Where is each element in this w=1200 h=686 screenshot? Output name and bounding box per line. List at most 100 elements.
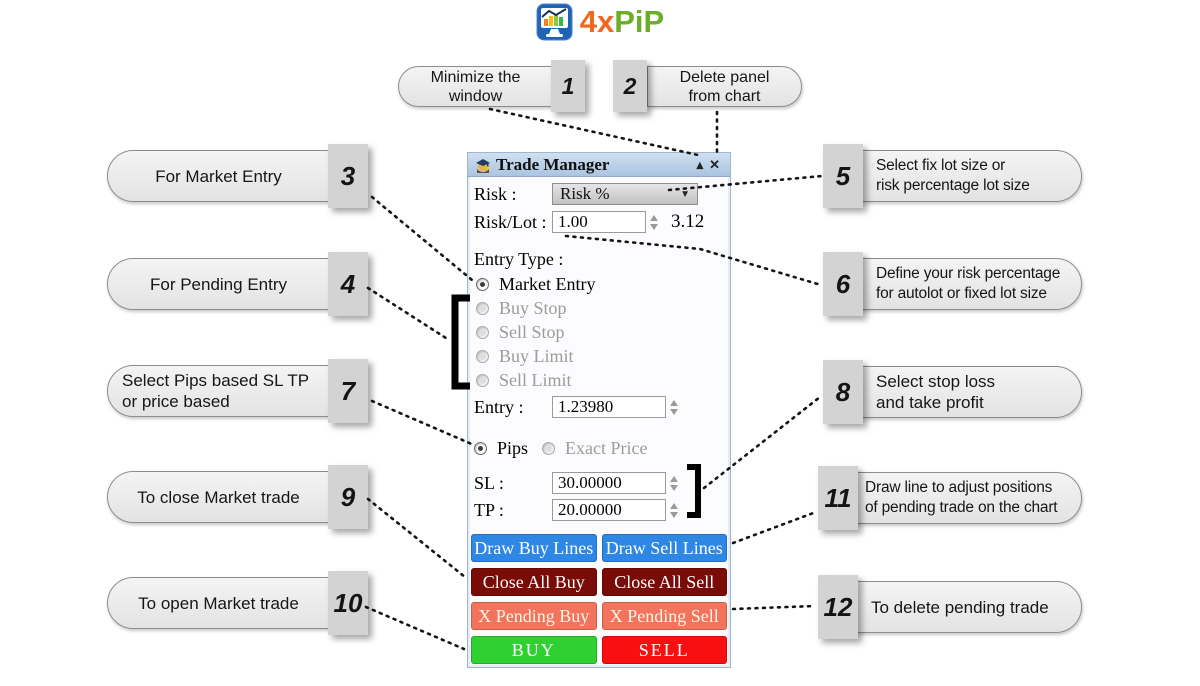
callout-number-2: 2 bbox=[613, 60, 647, 112]
radio-selected-icon bbox=[474, 441, 487, 455]
radio-label: Sell Limit bbox=[499, 369, 572, 390]
connector-line-11 bbox=[731, 510, 818, 545]
lot-result-value: 3.12 bbox=[671, 211, 705, 232]
radio-disabled-icon bbox=[476, 373, 489, 387]
radio-exact-price: Exact Price bbox=[542, 436, 648, 460]
risk-lot-label: Risk/Lot : bbox=[474, 211, 547, 232]
risk-label: Risk : bbox=[474, 183, 517, 204]
radio-label: Exact Price bbox=[565, 437, 648, 458]
callout-delete-pending: To delete pending trade bbox=[856, 581, 1082, 633]
callout-pips-mode: Select Pips based SL TP or price based bbox=[107, 365, 330, 417]
callout-text: To delete pending trade bbox=[871, 597, 1049, 617]
radio-label: Buy Stop bbox=[499, 297, 567, 318]
logo-pip: PiP bbox=[614, 4, 665, 39]
x-pending-sell-button[interactable]: X Pending Sell bbox=[601, 602, 727, 630]
callout-text: or price based bbox=[122, 392, 230, 411]
radio-sell-limit: Sell Limit bbox=[476, 368, 725, 392]
minimize-icon[interactable]: ▴ bbox=[696, 157, 704, 172]
callout-text: Define your risk percentage bbox=[876, 265, 1061, 282]
callout-market-entry: For Market Entry bbox=[107, 150, 330, 202]
radio-buy-limit: Buy Limit bbox=[476, 344, 725, 368]
callout-text: and take profit bbox=[876, 393, 984, 412]
callout-text: Draw line to adjust positions bbox=[865, 479, 1053, 496]
chevron-down-icon: ▼ bbox=[680, 188, 690, 200]
callout-close-trade: To close Market trade bbox=[107, 471, 330, 523]
connector-line-9 bbox=[366, 497, 467, 579]
take-profit-input[interactable] bbox=[552, 499, 666, 521]
radio-market-entry[interactable]: Market Entry bbox=[476, 272, 725, 296]
panel-title: Trade Manager bbox=[496, 154, 610, 174]
callout-text: Minimize the bbox=[430, 68, 521, 86]
close-all-buy-button[interactable]: Close All Buy bbox=[471, 568, 597, 596]
callout-text: Delete panel bbox=[679, 68, 770, 86]
callout-text: To open Market trade bbox=[138, 593, 299, 613]
callout-number-6: 6 bbox=[823, 252, 863, 316]
radio-disabled-icon bbox=[542, 441, 556, 455]
radio-disabled-icon bbox=[476, 301, 489, 315]
sell-button[interactable]: SELL bbox=[601, 636, 727, 664]
radio-selected-icon bbox=[476, 277, 489, 291]
callout-number-11: 11 bbox=[818, 466, 858, 530]
logo-4x: 4x bbox=[579, 4, 615, 39]
risk-lot-input[interactable] bbox=[552, 211, 646, 233]
callout-text: Select Pips based SL TP bbox=[122, 371, 310, 390]
stop-loss-stepper[interactable] bbox=[670, 475, 678, 491]
callout-text: from chart bbox=[688, 87, 761, 105]
radio-label: Market Entry bbox=[499, 273, 596, 294]
buy-button[interactable]: BUY bbox=[471, 636, 597, 664]
logo-text: 4xPiP bbox=[580, 4, 664, 40]
radio-label: Sell Stop bbox=[499, 321, 565, 342]
entry-price-stepper[interactable] bbox=[670, 399, 678, 415]
x-pending-buy-button[interactable]: X Pending Buy bbox=[471, 602, 597, 630]
entry-type-label: Entry Type : bbox=[474, 249, 564, 269]
connector-line-1 bbox=[488, 107, 700, 157]
close-all-sell-button[interactable]: Close All Sell bbox=[601, 568, 727, 596]
radio-sell-stop: Sell Stop bbox=[476, 320, 725, 344]
callout-number-3: 3 bbox=[328, 144, 368, 208]
callout-number-7: 7 bbox=[328, 359, 368, 423]
callout-delete-label: Delete panel from chart bbox=[647, 66, 802, 107]
callout-number-10: 10 bbox=[328, 571, 368, 635]
risk-mode-dropdown[interactable]: Risk % ▼ bbox=[552, 183, 698, 205]
callout-draw-line: Draw line to adjust positions of pending… bbox=[856, 472, 1082, 524]
callout-text: To close Market trade bbox=[137, 487, 300, 507]
connector-line-7 bbox=[370, 399, 476, 447]
callout-lot-size: Select fix lot size or risk percentage l… bbox=[861, 150, 1082, 202]
expert-advisor-icon bbox=[476, 158, 490, 173]
radio-buy-stop: Buy Stop bbox=[476, 296, 725, 320]
draw-buy-lines-button[interactable]: Draw Buy Lines bbox=[471, 534, 597, 562]
connector-line-3 bbox=[370, 195, 474, 282]
callout-number-1: 1 bbox=[551, 60, 585, 112]
callout-risk-percentage: Define your risk percentage for autolot … bbox=[861, 258, 1082, 310]
callout-text: of pending trade on the chart bbox=[865, 499, 1058, 516]
close-icon[interactable]: ✕ bbox=[709, 157, 720, 172]
panel-titlebar[interactable]: Trade Manager ▴ ✕ bbox=[468, 153, 730, 177]
radio-pips[interactable]: Pips bbox=[474, 436, 528, 460]
panel-content: Risk : Risk % ▼ Risk/Lot : 3.12 Entry Ty… bbox=[468, 177, 730, 668]
entry-price-input[interactable] bbox=[552, 396, 666, 418]
sl-label: SL : bbox=[474, 472, 504, 493]
logo: 4xPiP bbox=[0, 3, 1200, 41]
connector-line-10 bbox=[364, 605, 466, 651]
take-profit-stepper[interactable] bbox=[670, 502, 678, 518]
tp-label: TP : bbox=[474, 499, 504, 520]
entry-label: Entry : bbox=[474, 396, 524, 417]
radio-label: Buy Limit bbox=[499, 345, 574, 366]
callout-sl-tp: Select stop loss and take profit bbox=[861, 366, 1082, 418]
callout-open-trade: To open Market trade bbox=[107, 577, 330, 629]
risk-lot-stepper[interactable] bbox=[650, 214, 658, 230]
draw-sell-lines-button[interactable]: Draw Sell Lines bbox=[601, 534, 727, 562]
callout-text: window bbox=[448, 87, 503, 105]
callout-text: Select fix lot size or bbox=[876, 157, 1006, 174]
callout-pending-entry: For Pending Entry bbox=[107, 258, 330, 310]
callout-number-5: 5 bbox=[823, 144, 863, 208]
radio-disabled-icon bbox=[476, 325, 489, 339]
radio-label: Pips bbox=[497, 437, 529, 458]
callout-number-8: 8 bbox=[823, 360, 863, 424]
radio-disabled-icon bbox=[476, 349, 489, 363]
stop-loss-input[interactable] bbox=[552, 472, 666, 494]
button-grid: Draw Buy Lines Draw Sell Lines Close All… bbox=[471, 534, 727, 664]
callout-number-4: 4 bbox=[328, 252, 368, 316]
logo-monitor-icon bbox=[536, 3, 573, 41]
callout-minimize-label: Minimize the window bbox=[398, 66, 553, 107]
